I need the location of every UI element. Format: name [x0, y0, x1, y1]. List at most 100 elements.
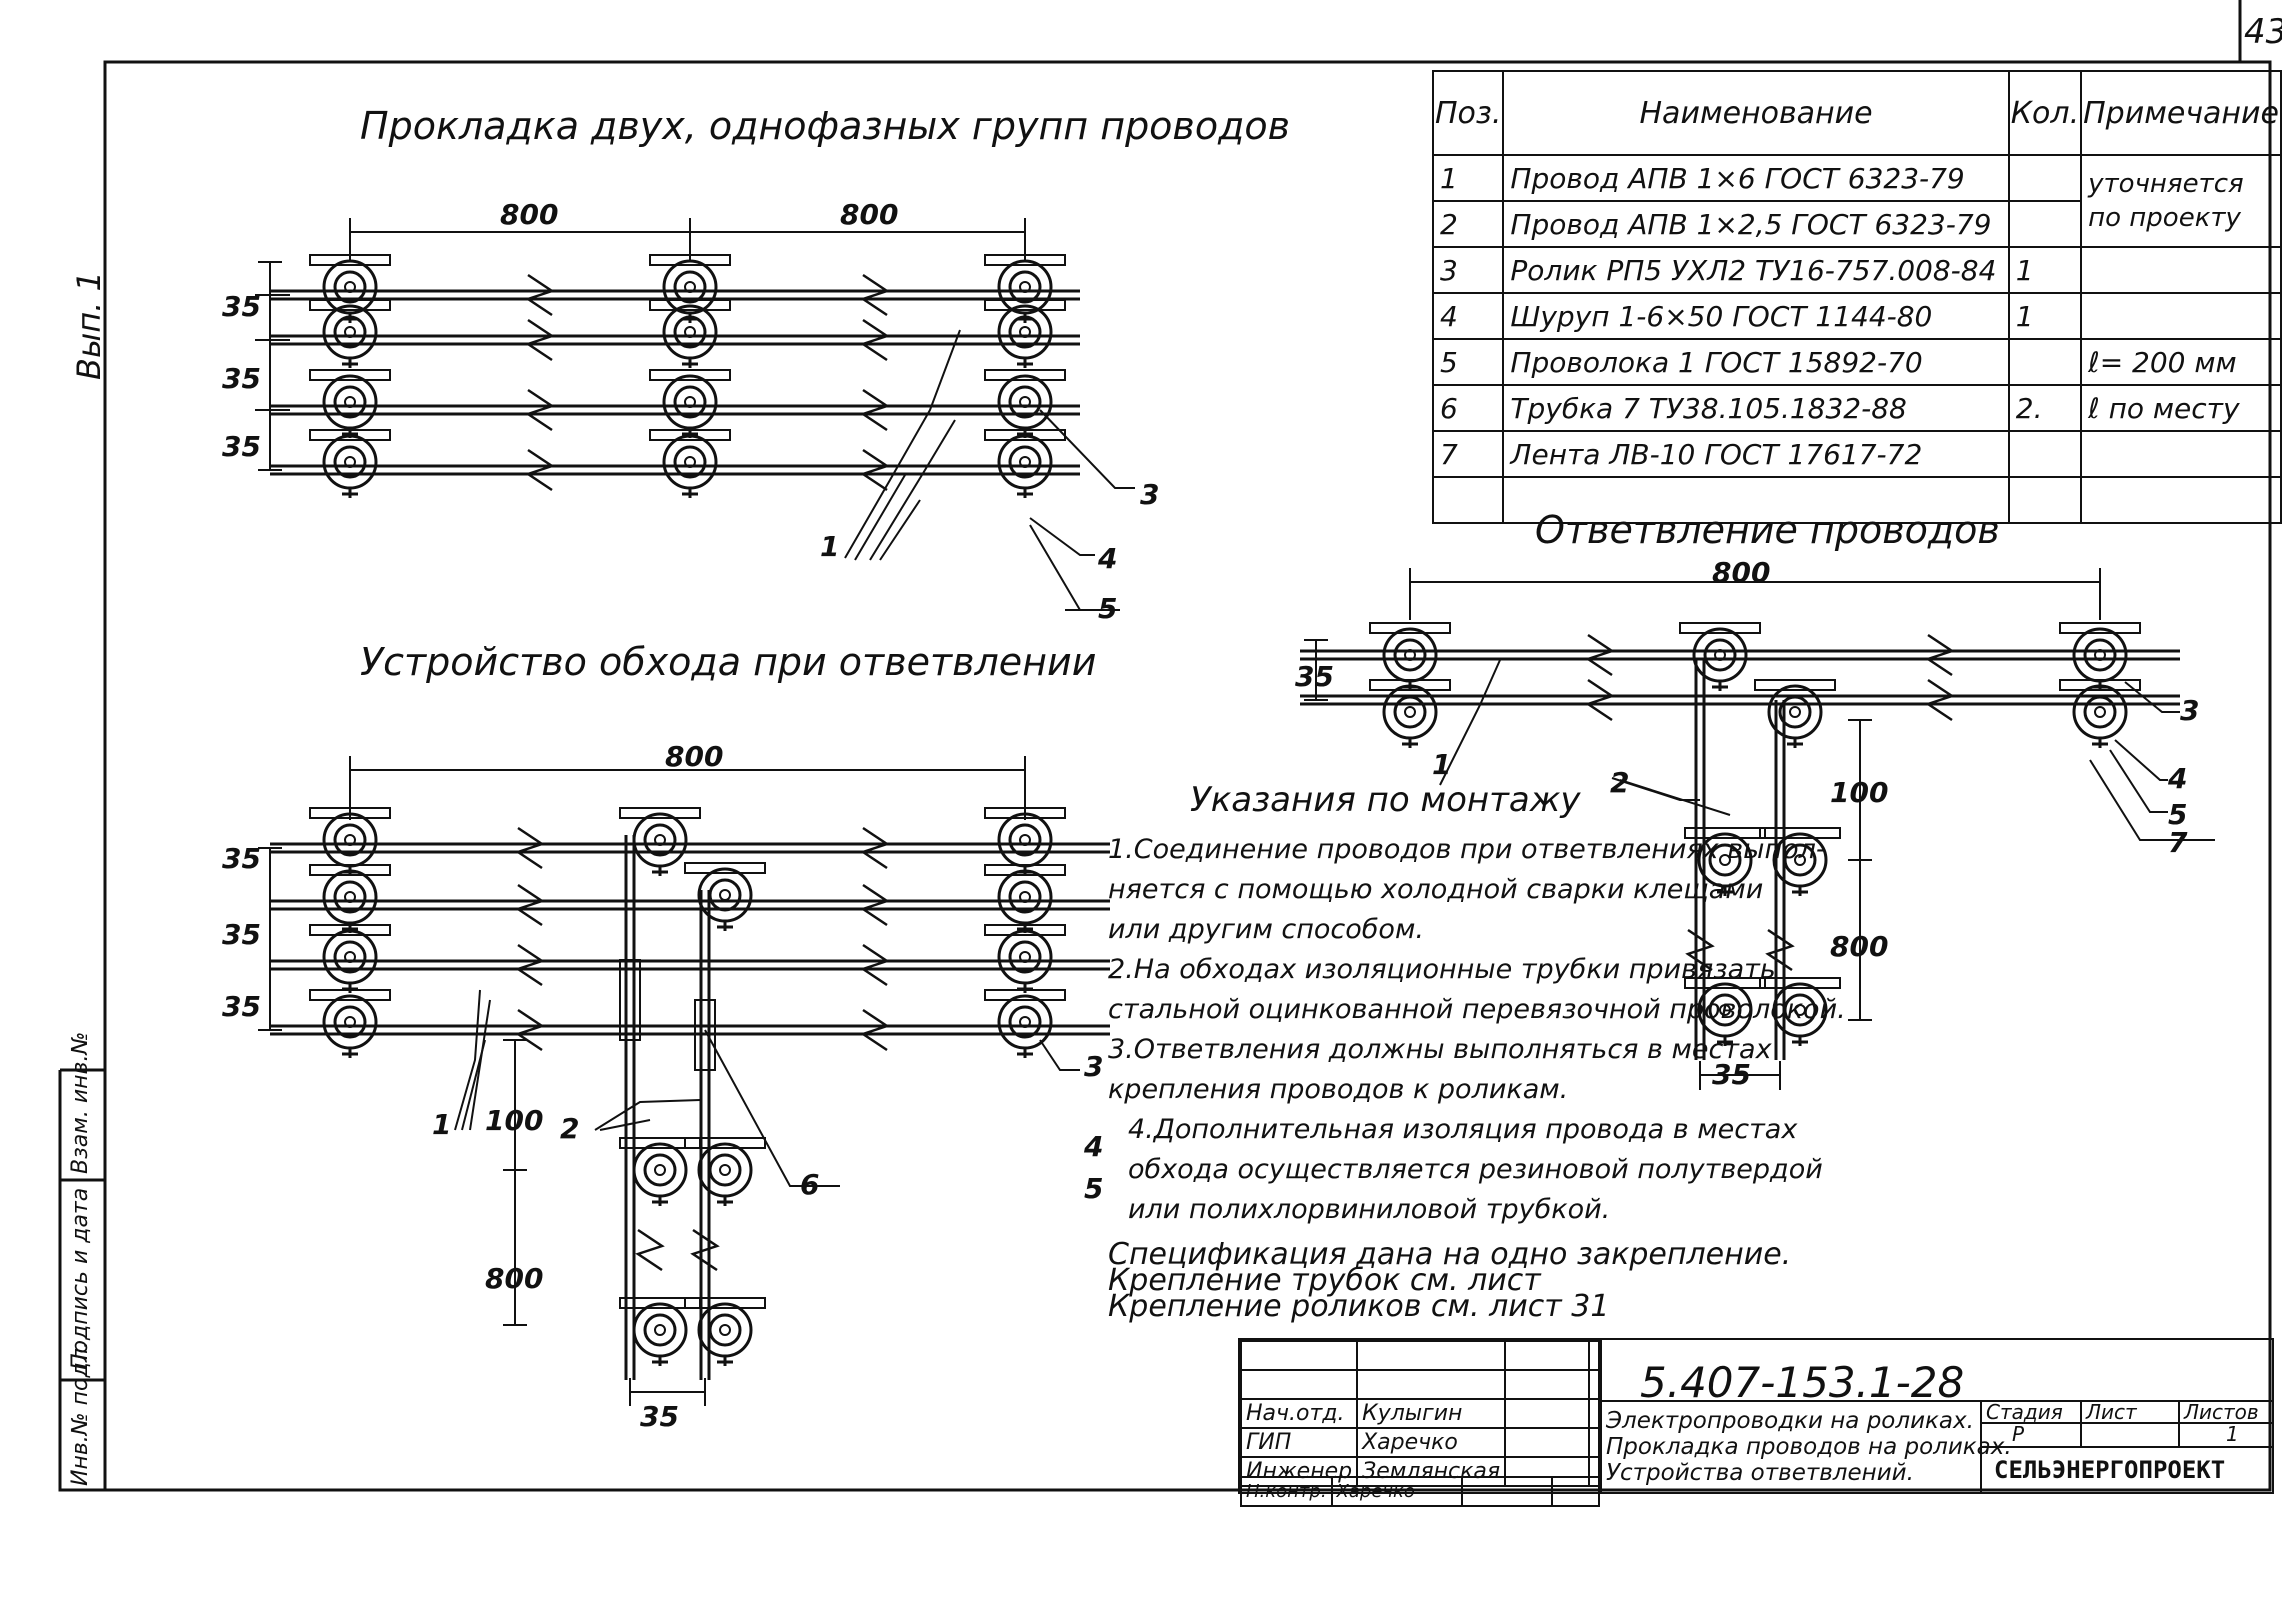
- break-mark: [1925, 678, 1955, 722]
- spec-head-pos: Поз.: [1431, 70, 1505, 156]
- callout-6-mid: 6: [800, 1168, 820, 1201]
- leader-line: [599, 1119, 651, 1131]
- note-line: или полихлорвиниловой трубкой.: [1128, 1194, 1611, 1225]
- roller-screw: [1719, 854, 1731, 866]
- spec-pos: 1: [1431, 154, 1505, 202]
- roller-inner: [1783, 843, 1817, 877]
- roller-outer: [697, 1302, 753, 1358]
- binding-wire: [1684, 977, 1766, 989]
- roller-outer: [697, 867, 753, 923]
- roller-inner: [2083, 695, 2117, 729]
- spec-qty: [2007, 154, 2083, 202]
- break-mark: [1585, 678, 1615, 722]
- roller-outer: [632, 1142, 688, 1198]
- roller-inner: [643, 1313, 677, 1347]
- break-mark: [860, 943, 890, 987]
- note-line: 4.Дополнительная изоляция провода в мест…: [1128, 1114, 1798, 1145]
- table-row: 7 Лента ЛВ-10 ГОСТ 17617-72: [1431, 430, 2282, 478]
- roller-inner: [1008, 270, 1042, 304]
- break-mark: [515, 883, 545, 927]
- roller-screw: [684, 396, 696, 408]
- note-line: 3.Ответвления должны выполняться в места…: [1108, 1034, 1772, 1065]
- binding-wire: [684, 1297, 766, 1309]
- break-mark: [525, 448, 555, 492]
- callout-4-top: 4: [1098, 542, 1118, 575]
- roller-outer: [1692, 627, 1748, 683]
- binding-wire: [2059, 622, 2141, 634]
- binding-wire: [649, 369, 731, 381]
- roller-screw: [1019, 1016, 1031, 1028]
- stamp-stage-block: Стадия Лист Листов Р 1 СЕЛЬЭНЕРГОПРОЕКТ: [1980, 1400, 2274, 1492]
- table-row: 6 Трубка 7 ТУ38.105.1832-88 2. ℓ по мест…: [1431, 384, 2282, 432]
- binding-wire: [2059, 679, 2141, 691]
- binding-wire: [1759, 977, 1841, 989]
- roller-screw: [719, 1164, 731, 1176]
- roller-outer: [2072, 627, 2128, 683]
- callout-3-top: 3: [1140, 478, 1160, 511]
- break-mark: [860, 273, 890, 317]
- leader-line: [704, 1029, 810, 1187]
- roller-screw: [1019, 891, 1031, 903]
- roller-inner: [333, 880, 367, 914]
- roller-inner: [708, 1153, 742, 1187]
- stamp-sheets: 1: [2226, 1422, 2239, 1446]
- leader-line: [1029, 524, 1090, 611]
- roller-outer: [662, 374, 718, 430]
- roller-outer: [322, 929, 378, 985]
- table-row: 1 Провод АПВ 1×6 ГОСТ 6323-79 уточняется…: [1431, 154, 2282, 248]
- break-mark: [515, 826, 545, 870]
- spec-name: Шуруп 1-6×50 ГОСТ 1144-80: [1502, 292, 2010, 340]
- note-line: 2.На обходах изоляционные трубки привяза…: [1108, 954, 1776, 985]
- leader-line: [2124, 681, 2180, 713]
- roller-screw: [654, 1324, 666, 1336]
- roller-inner: [1008, 385, 1042, 419]
- table-row: 2 Провод АПВ 1×2,5 ГОСТ 6323-79: [1431, 200, 2281, 248]
- leader-line: [594, 1099, 701, 1131]
- spec-qty: 2.: [2007, 384, 2083, 432]
- roller-inner: [708, 1313, 742, 1347]
- note-line: крепления проводов к роликам.: [1108, 1074, 1569, 1105]
- spec-name: Лента ЛВ-10 ГОСТ 17617-72: [1502, 430, 2010, 478]
- stamp-role: Н.контр.: [1240, 1476, 1333, 1507]
- binding-wire: [984, 864, 1066, 876]
- stamp-stage: Р: [2012, 1422, 2025, 1446]
- break-mark: [525, 388, 555, 432]
- dim-35-h: 35: [1712, 1058, 1751, 1091]
- roller-inner: [1393, 695, 1427, 729]
- roller-outer: [997, 434, 1053, 490]
- spec-pos: 7: [1431, 430, 1505, 478]
- roller-inner: [1708, 993, 1742, 1027]
- callout-3-mid: 3: [1084, 1050, 1104, 1083]
- stamp-role: ГИП: [1239, 1427, 1359, 1458]
- roller-screw: [654, 834, 666, 846]
- binding-wire: [309, 369, 391, 381]
- break-mark: [515, 1008, 545, 1052]
- stamp-person: Кулыгин: [1356, 1398, 1507, 1429]
- leader-line: [2089, 759, 2168, 841]
- callout-7-right: 7: [2168, 826, 2188, 859]
- roller-inner: [673, 270, 707, 304]
- issue-label: Вып. 1: [70, 271, 108, 380]
- roller-screw: [1019, 326, 1031, 338]
- binding-wire: [309, 299, 391, 311]
- leader-line: [454, 989, 481, 1131]
- roller-outer: [662, 434, 718, 490]
- roller-outer: [632, 1302, 688, 1358]
- dim-35-i: 35: [640, 1400, 679, 1433]
- roller-outer: [997, 929, 1053, 985]
- dim-800-e: 800: [485, 1262, 544, 1295]
- roller-outer: [997, 869, 1053, 925]
- leader-line: [1039, 1039, 1080, 1071]
- break-mark: [1685, 928, 1715, 972]
- binding-wire: [684, 862, 766, 874]
- spec-name: Трубка 7 ТУ38.105.1832-88: [1502, 384, 2010, 432]
- spec-head-qty: Кол.: [2007, 70, 2083, 156]
- roller-inner: [1008, 315, 1042, 349]
- spec-note: [2080, 430, 2282, 478]
- spec-note: [2080, 246, 2282, 294]
- leader-line: [2109, 749, 2168, 813]
- doc-code: 5.407-153.1-28: [1640, 1358, 1965, 1407]
- stamp-person: Харечко: [1330, 1476, 1463, 1507]
- dim-800-f: 800: [1830, 930, 1889, 963]
